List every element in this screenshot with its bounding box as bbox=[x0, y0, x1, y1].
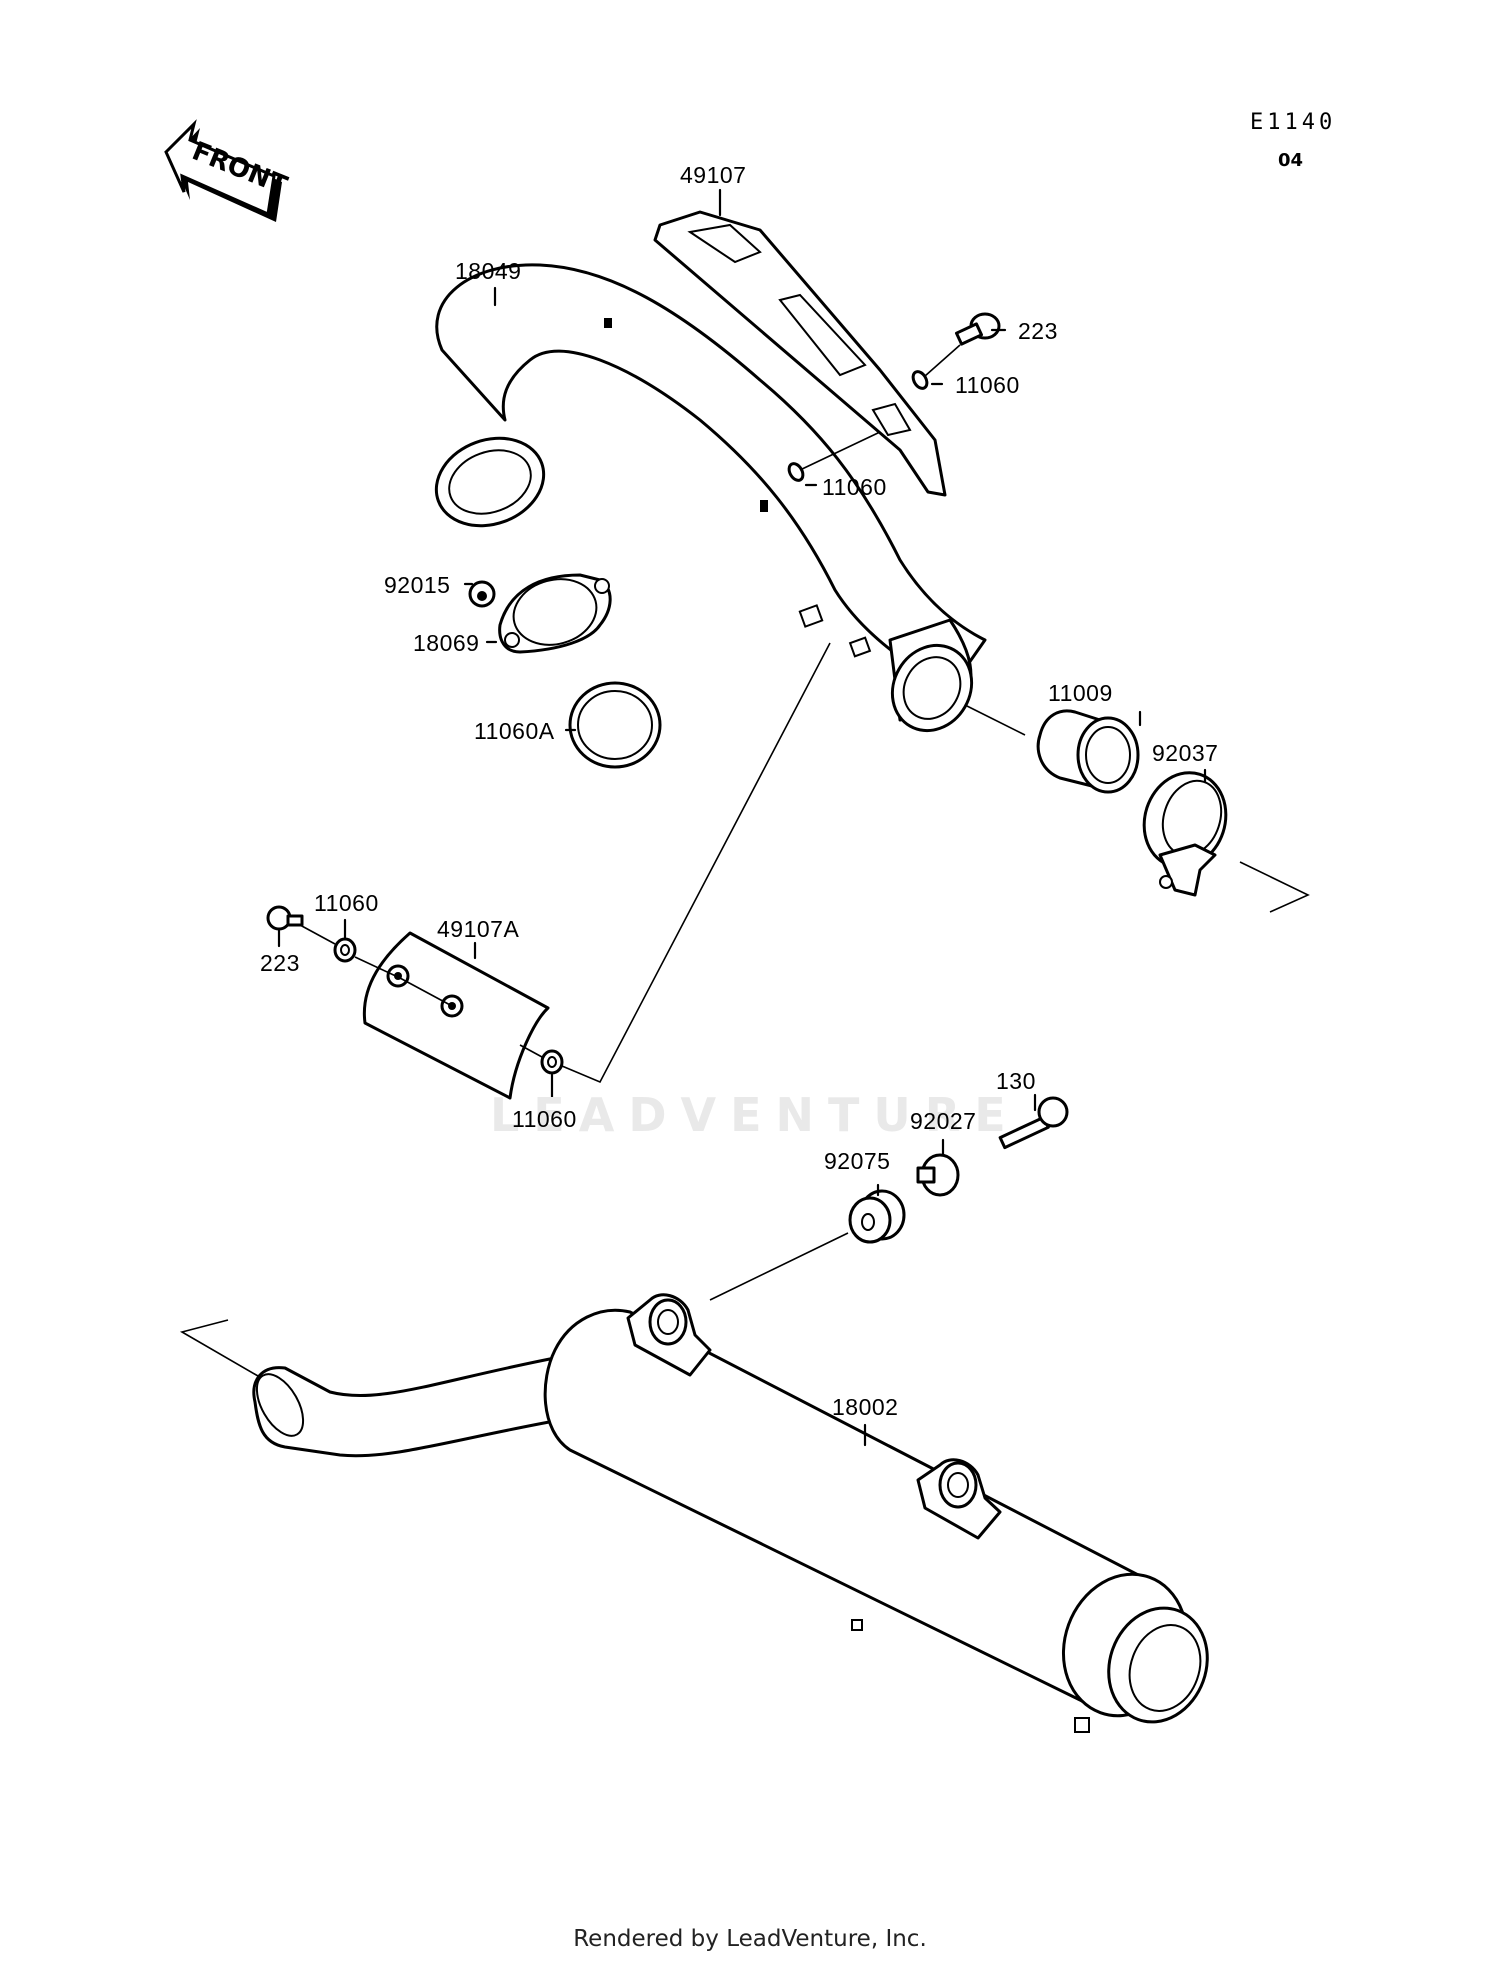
part-label-92075[interactable]: 92075 bbox=[824, 1148, 891, 1174]
heat-guard-upper-drawing bbox=[653, 210, 947, 497]
bolt-223-lower-drawing bbox=[266, 905, 304, 931]
part-label-11060-lower-right[interactable]: 11060 bbox=[512, 1106, 577, 1132]
heat-guard-lower-drawing bbox=[362, 931, 550, 1100]
part-label-11060A[interactable]: 11060A bbox=[474, 718, 555, 744]
flange-18069-drawing bbox=[498, 573, 612, 654]
part-label-11060-upper-middle[interactable]: 11060 bbox=[822, 474, 887, 500]
gasket-11060A-drawing bbox=[568, 681, 662, 769]
damper-92075-drawing bbox=[848, 1189, 906, 1244]
footer-credit: Rendered by LeadVenture, Inc. bbox=[573, 1926, 927, 1952]
nut-92015-drawing bbox=[468, 580, 496, 608]
part-label-130[interactable]: 130 bbox=[996, 1068, 1036, 1094]
diagram-code: E1140 bbox=[1250, 110, 1337, 135]
muffler-drawing bbox=[252, 1293, 1209, 1733]
part-label-223-lower[interactable]: 223 bbox=[260, 950, 300, 976]
header-pipe-drawing bbox=[434, 263, 987, 733]
part-label-92015[interactable]: 92015 bbox=[384, 572, 451, 598]
part-label-11060-lower-left[interactable]: 11060 bbox=[314, 890, 379, 916]
part-label-92027[interactable]: 92027 bbox=[910, 1108, 977, 1134]
watermark-text: LEADVENTURE bbox=[490, 1088, 1020, 1142]
front-arrow-icon: FRONT bbox=[164, 119, 291, 222]
washer-11060-upper-right-drawing bbox=[911, 370, 929, 390]
bolt-130-drawing bbox=[998, 1096, 1069, 1150]
part-label-18049[interactable]: 18049 bbox=[455, 258, 522, 284]
part-label-49107A[interactable]: 49107A bbox=[437, 916, 520, 942]
part-label-18069[interactable]: 18069 bbox=[413, 630, 480, 656]
part-label-223-upper[interactable]: 223 bbox=[1018, 318, 1058, 344]
gasket-sleeve-11009-drawing bbox=[1036, 709, 1140, 794]
part-label-49107[interactable]: 49107 bbox=[680, 162, 747, 188]
part-label-11009[interactable]: 11009 bbox=[1048, 680, 1113, 706]
part-label-18002[interactable]: 18002 bbox=[832, 1394, 899, 1420]
diagram-revision: 04 bbox=[1278, 150, 1304, 171]
bolt-223-upper-drawing bbox=[954, 312, 1001, 346]
washer-11060-lower-right-drawing bbox=[540, 1049, 564, 1075]
part-label-92037[interactable]: 92037 bbox=[1152, 740, 1219, 766]
washer-11060-lower-left-drawing bbox=[333, 937, 357, 963]
collar-92027-drawing bbox=[916, 1153, 960, 1197]
part-label-11060-upper-right[interactable]: 11060 bbox=[955, 372, 1020, 398]
clamp-92037-drawing bbox=[1142, 771, 1228, 897]
